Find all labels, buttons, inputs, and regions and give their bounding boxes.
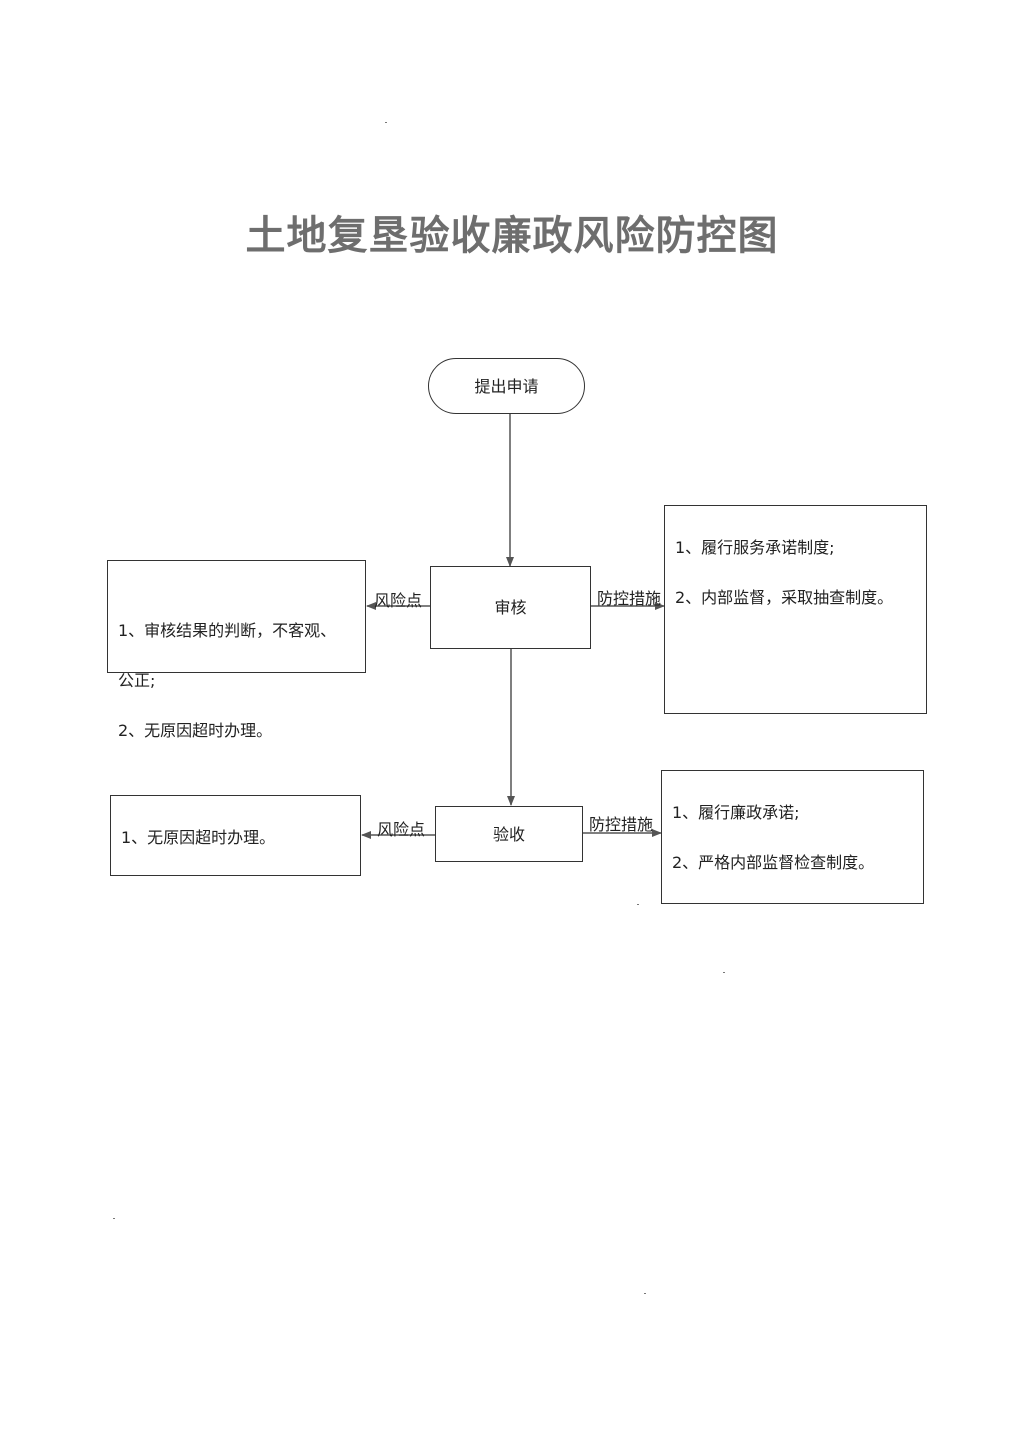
- scan-speck: [113, 1218, 115, 1219]
- acceptance-control-label: 防控措施: [589, 815, 654, 834]
- review-risk-label: 风险点: [374, 591, 423, 610]
- acceptance-control-box: 1、履行廉政承诺; 2、严格内部监督检查制度。: [661, 770, 924, 904]
- acceptance-node: 验收: [435, 806, 583, 862]
- acceptance-risk-label: 风险点: [377, 820, 426, 839]
- page-title: 土地复垦验收廉政风险防控图: [245, 212, 779, 259]
- acceptance-control-line-2: 2、严格内部监督检查制度。: [672, 853, 875, 872]
- scan-speck: [385, 122, 387, 123]
- review-control-label: 防控措施: [597, 589, 662, 608]
- acceptance-node-label: 验收: [492, 824, 525, 844]
- acceptance-control-line-1: 1、履行廉政承诺;: [672, 803, 800, 822]
- review-node: 审核: [430, 566, 591, 649]
- review-risk-line-2: 公正;: [118, 671, 156, 690]
- scan-speck: [723, 972, 725, 973]
- start-node-label: 提出申请: [474, 376, 539, 396]
- review-node-label: 审核: [494, 598, 527, 617]
- scan-speck: [644, 1293, 646, 1294]
- start-node: 提出申请: [428, 358, 585, 414]
- review-control-box: 1、履行服务承诺制度; 2、内部监督，采取抽查制度。: [664, 505, 927, 714]
- acceptance-risk-box: 1、无原因超时办理。: [110, 795, 361, 876]
- review-risk-line-3: 2、无原因超时办理。: [118, 721, 273, 740]
- scan-speck: [637, 904, 639, 905]
- review-control-line-1: 1、履行服务承诺制度;: [675, 538, 835, 557]
- review-control-line-2: 2、内部监督，采取抽查制度。: [675, 588, 894, 607]
- acceptance-risk-line-1: 1、无原因超时办理。: [121, 828, 276, 847]
- review-risk-box: 1、审核结果的判断，不客观、 公正; 2、无原因超时办理。: [107, 560, 366, 740]
- review-risk-line-1: 1、审核结果的判断，不客观、: [118, 621, 337, 640]
